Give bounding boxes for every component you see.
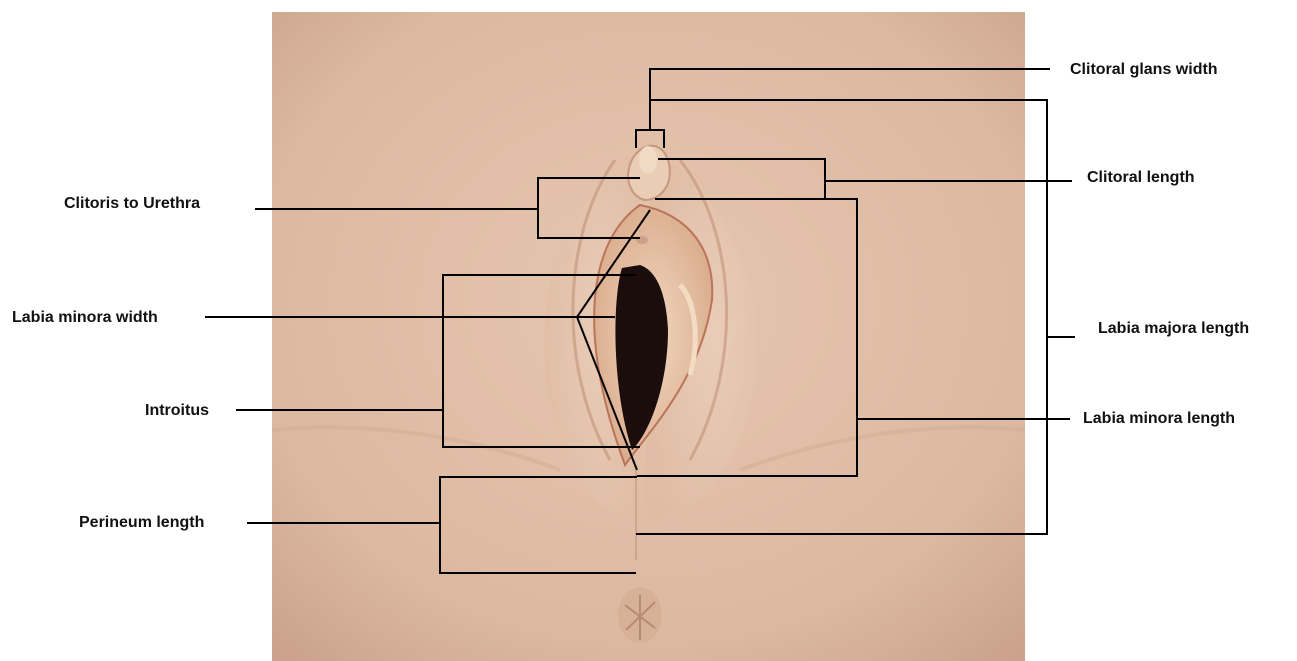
label-labia-majora-length: Labia majora length — [1098, 320, 1249, 338]
label-clitoris-to-urethra: Clitoris to Urethra — [64, 195, 200, 213]
label-clitoral-length: Clitoral length — [1087, 169, 1195, 187]
label-perineum-length: Perineum length — [79, 514, 204, 532]
label-labia-minora-width: Labia minora width — [12, 309, 158, 327]
label-clitoral-glans-width: Clitoral glans width — [1070, 61, 1218, 79]
label-labia-minora-length: Labia minora length — [1083, 410, 1235, 428]
photograph — [272, 12, 1025, 661]
label-introitus: Introitus — [145, 402, 209, 420]
